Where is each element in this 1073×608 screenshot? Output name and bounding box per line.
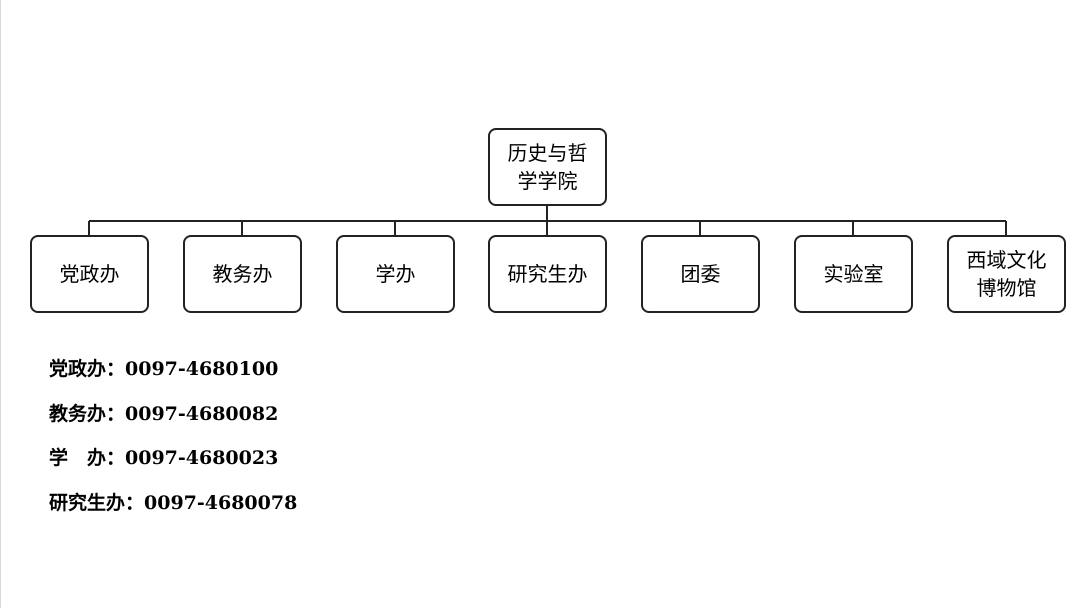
dept-node-laboratory: 实验室 xyxy=(794,235,913,313)
dept-node-museum: 西域文化 博物馆 xyxy=(947,235,1066,313)
contact-academic-office: 教务办：0097-4680082 xyxy=(49,402,279,425)
contact-student-office: 学 办：0097-4680023 xyxy=(49,447,279,469)
contact-list: 党政办：0097-4680100 教务办：0097-4680082 学 办：00… xyxy=(49,352,297,530)
contact-party-office: 党政办：0097-4680100 xyxy=(49,358,279,380)
dept-node-academic-office: 教务办 xyxy=(183,235,302,313)
dept-node-graduate-office: 研究生办 xyxy=(488,235,607,313)
dept-node-student-office: 学办 xyxy=(336,235,455,313)
dept-node-youth-league: 团委 xyxy=(641,235,760,313)
dept-node-party-office: 党政办 xyxy=(30,235,149,313)
contact-graduate-office: 研究生办：0097-4680078 xyxy=(49,491,298,514)
root-node: 历史与哲 学学院 xyxy=(488,128,607,206)
